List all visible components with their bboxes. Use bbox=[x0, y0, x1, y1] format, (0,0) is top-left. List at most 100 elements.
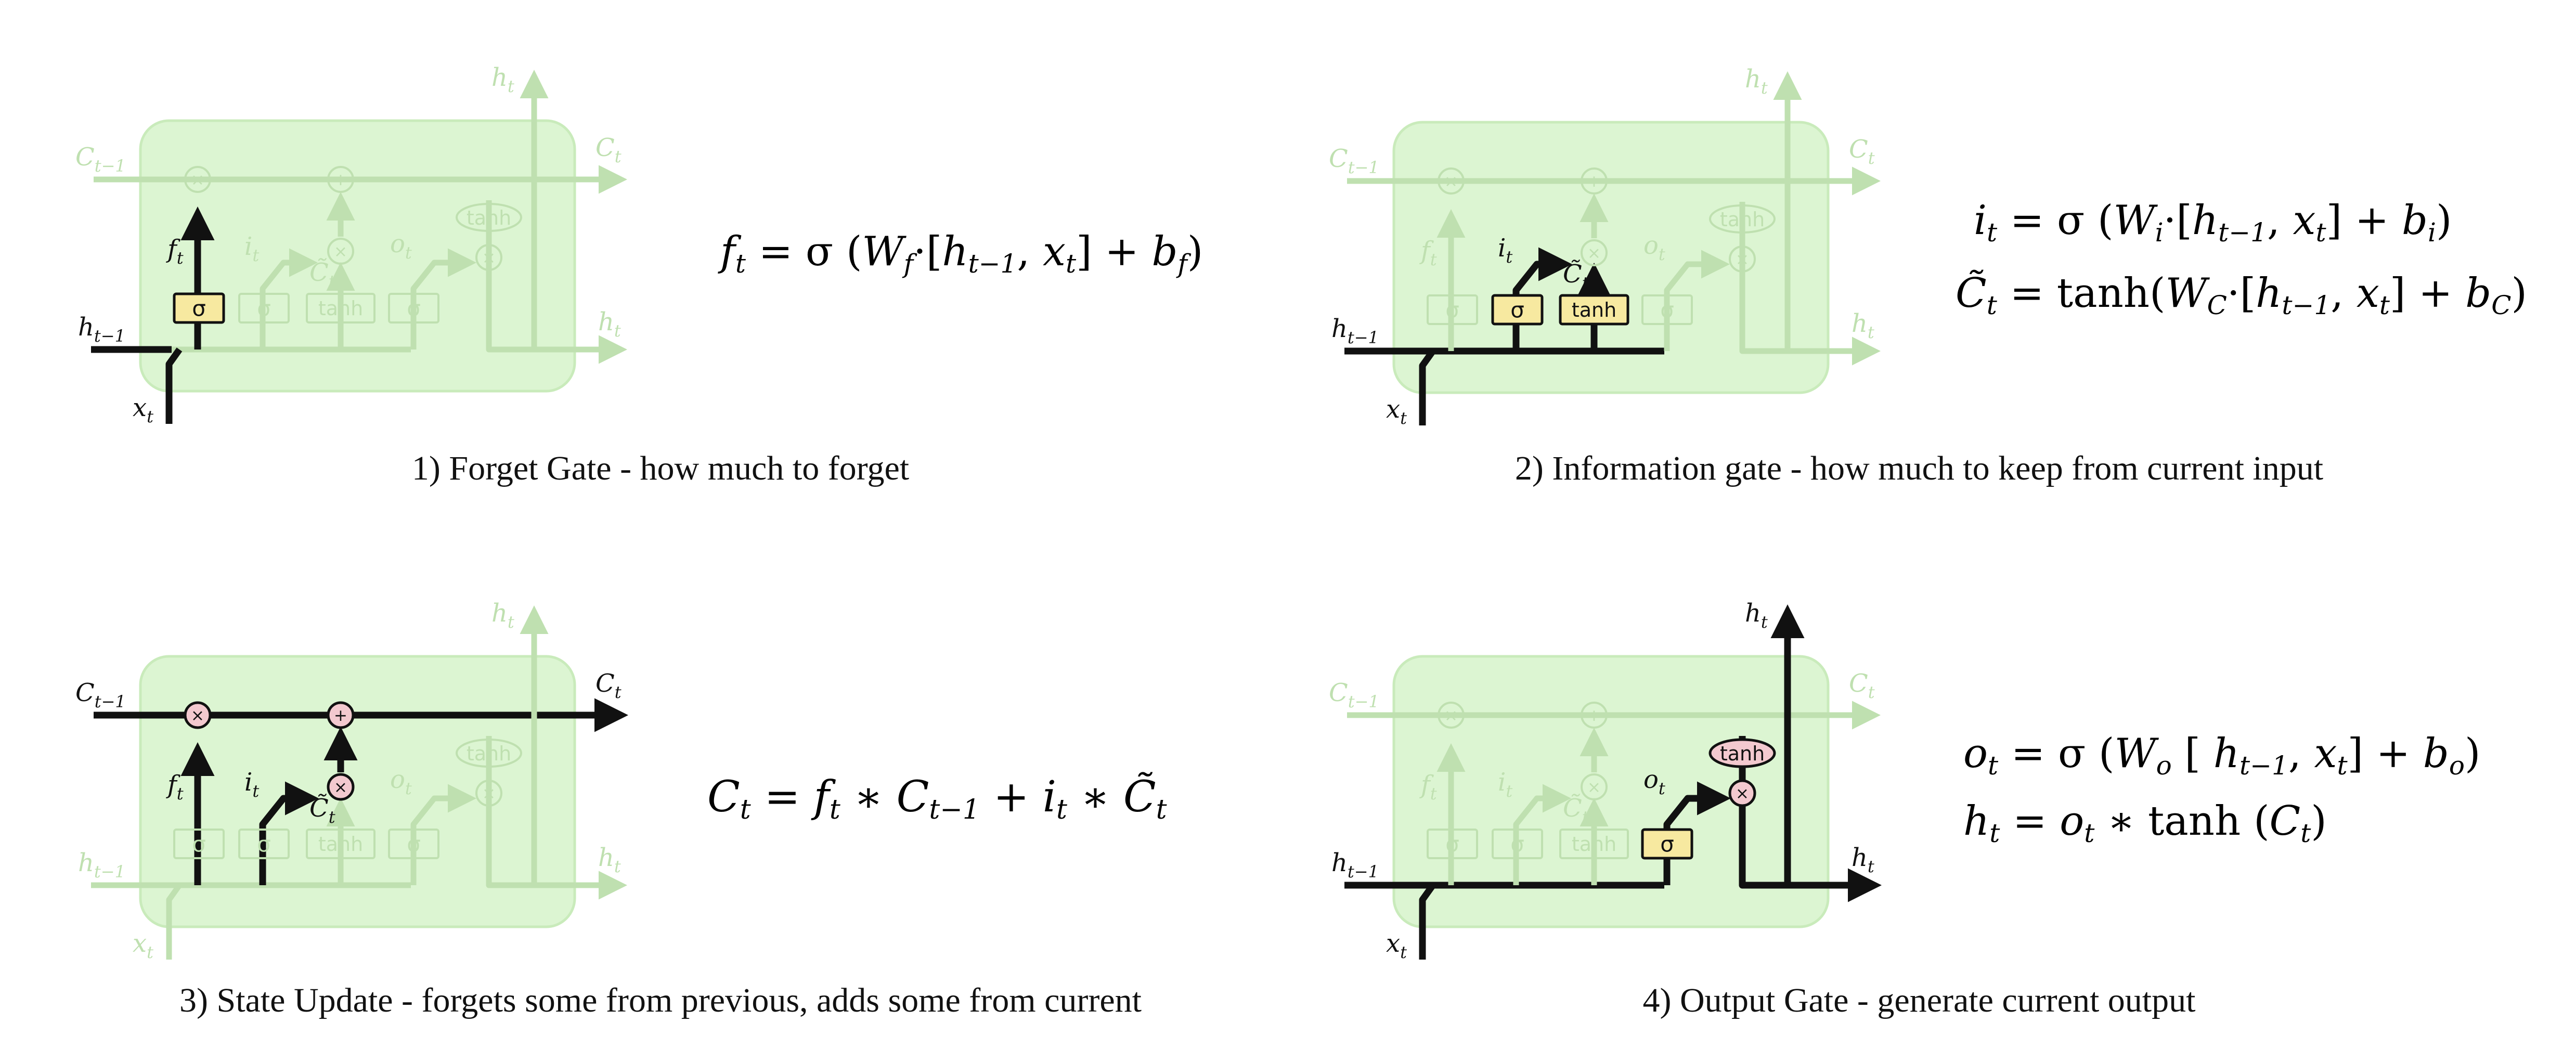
panel-state-update: Ct−1Ctht−1xththtσft×σittanhC̃t×+σot×tanh… bbox=[75, 599, 1167, 1019]
input-sigma-box: σ bbox=[1491, 294, 1544, 326]
forget-sigma-box-label: σ bbox=[1445, 832, 1459, 857]
output-sigma-box: σ bbox=[1641, 294, 1693, 325]
cell-tanh-op-label: tanh bbox=[1720, 208, 1765, 231]
information-gate-equations: it = σ (Wi·[ht−1, xt] + bi) C̃t = tanh(W… bbox=[1956, 197, 2527, 320]
cell-tanh-op: tanh bbox=[456, 739, 522, 768]
state-add-op: + bbox=[327, 701, 355, 729]
output-gate-caption: 4) Output Gate - generate current output bbox=[1643, 981, 2196, 1019]
cell-tanh-op: tanh bbox=[1708, 738, 1776, 768]
input-multiply-op-symbol: × bbox=[1587, 778, 1601, 797]
input-line bbox=[260, 248, 318, 350]
label-h-next: ht bbox=[1852, 843, 1874, 876]
x-input-line bbox=[166, 883, 182, 960]
forget-sigma-box: σ bbox=[173, 292, 225, 324]
input-sigma-box-label: σ bbox=[257, 296, 271, 321]
state-add-op-symbol: + bbox=[1587, 706, 1601, 725]
output-sigma-box-label: σ bbox=[407, 832, 421, 857]
information-gate-caption: 2) Information gate - how much to keep f… bbox=[1515, 449, 2323, 487]
cell-tanh-op-label: tanh bbox=[467, 742, 511, 765]
input-sigma-box-label: σ bbox=[257, 832, 271, 857]
cell-tanh-op-label: tanh bbox=[1720, 742, 1765, 765]
label-h-next: ht bbox=[1852, 309, 1874, 342]
candidate-tanh-box: tanh bbox=[1559, 829, 1629, 859]
input-multiply-op: × bbox=[1581, 239, 1608, 266]
x-input-line bbox=[1419, 349, 1436, 425]
output-sigma-box: σ bbox=[388, 829, 439, 859]
candidate-tanh-box-label: tanh bbox=[318, 833, 363, 856]
input-line bbox=[259, 781, 319, 885]
label-c-prev: Ct−1 bbox=[75, 678, 126, 711]
state-add-op: + bbox=[327, 166, 354, 193]
hidden-output-line bbox=[486, 200, 627, 364]
output-sigma-box: σ bbox=[388, 293, 439, 324]
candidate-tanh-box: tanh bbox=[306, 293, 376, 324]
forget-multiply-op-symbol: × bbox=[1444, 172, 1458, 191]
output-sigma-box-label: σ bbox=[407, 296, 421, 321]
label-f: ft bbox=[166, 235, 184, 268]
state-add-op-symbol: + bbox=[1587, 172, 1601, 191]
panel-forget-gate: Ct−1Ctht−1xththtσft×σittanhC̃t×+σot×tanh… bbox=[75, 63, 1203, 487]
output-line bbox=[1664, 250, 1730, 351]
state-add-op-symbol: + bbox=[334, 706, 347, 725]
panel-information-gate: Ct−1Ctht−1xththtσft×σittanhC̃t×+σot×tanh… bbox=[1329, 64, 2527, 487]
output-multiply-op: × bbox=[475, 244, 502, 271]
label-c-prev: Ct−1 bbox=[1329, 144, 1379, 177]
label-x: xt bbox=[1386, 395, 1407, 428]
label-h-up: ht bbox=[1745, 599, 1768, 632]
candidate-tanh-box: tanh bbox=[1559, 294, 1629, 326]
input-multiply-op: × bbox=[1581, 773, 1608, 800]
svg-text:ht = ot ∗ tanh (Ct): ht = ot ∗ tanh (Ct) bbox=[1963, 798, 2327, 848]
label-h-up: ht bbox=[491, 599, 514, 632]
output-multiply-op-symbol: × bbox=[482, 249, 496, 267]
forget-gate-equation: ft = σ (Wf·[ht−1, xt] + bf) bbox=[718, 228, 1203, 279]
input-sigma-box: σ bbox=[1492, 829, 1543, 859]
state-add-op: + bbox=[1581, 167, 1608, 195]
output-gate-equations: ot = σ (Wo [ ht−1, xt] + bo) ht = ot ∗ t… bbox=[1963, 730, 2480, 848]
label-c-next: Ct bbox=[596, 669, 622, 702]
label-h-prev: ht−1 bbox=[78, 313, 125, 346]
forget-sigma-box-label: σ bbox=[1445, 297, 1459, 323]
output-sigma-box-label: σ bbox=[1660, 297, 1674, 323]
svg-text:ft = σ (Wf·[ht−1, xt] + bf): ft = σ (Wf·[ht−1, xt] + bf) bbox=[718, 228, 1203, 279]
forget-sigma-box-label: σ bbox=[192, 296, 206, 321]
label-h-prev: ht−1 bbox=[78, 848, 125, 882]
label-c-prev: Ct−1 bbox=[1329, 678, 1379, 711]
svg-text:Ct = ft ∗ Ct−1 + it ∗ C̃t: Ct = ft ∗ Ct−1 + it ∗ C̃t bbox=[707, 772, 1167, 825]
hidden-output-line bbox=[486, 736, 627, 900]
input-multiply-op: × bbox=[327, 773, 355, 801]
forget-gate-caption: 1) Forget Gate - how much to forget bbox=[412, 449, 909, 487]
input-multiply-op-symbol: × bbox=[334, 242, 347, 261]
state-add-op: + bbox=[1581, 702, 1608, 729]
label-h-up: ht bbox=[1745, 64, 1768, 98]
input-sigma-box: σ bbox=[238, 293, 290, 324]
forget-multiply-op-symbol: × bbox=[191, 706, 204, 725]
input-line bbox=[1513, 784, 1571, 885]
output-line bbox=[410, 784, 476, 885]
forget-multiply-op: × bbox=[1438, 702, 1465, 729]
label-h-prev: ht−1 bbox=[1331, 848, 1379, 882]
svg-text:it = σ (Wi·[ht−1, xt] + bi): it = σ (Wi·[ht−1, xt] + bi) bbox=[1974, 197, 2452, 248]
forget-multiply-op-symbol: × bbox=[191, 171, 204, 189]
forget-multiply-op-symbol: × bbox=[1444, 706, 1458, 725]
state-add-op-symbol: + bbox=[334, 171, 347, 189]
hidden-output-line bbox=[1739, 202, 1881, 366]
label-c-next: Ct bbox=[1849, 135, 1875, 168]
state-update-caption: 3) State Update - forgets some from prev… bbox=[179, 981, 1142, 1019]
candidate-tanh-box-label: tanh bbox=[1572, 299, 1616, 321]
label-x: xt bbox=[1386, 929, 1407, 962]
label-c-prev: Ct−1 bbox=[75, 143, 126, 176]
cell-tanh-op-label: tanh bbox=[467, 206, 511, 229]
forget-sigma-box: σ bbox=[173, 829, 225, 859]
output-multiply-op-symbol: × bbox=[1736, 250, 1749, 269]
label-x: xt bbox=[133, 929, 153, 962]
label-h-next: ht bbox=[598, 843, 621, 876]
input-sigma-box: σ bbox=[238, 829, 290, 859]
x-input-line bbox=[1419, 883, 1436, 960]
forget-sigma-box: σ bbox=[1427, 829, 1478, 859]
label-h-prev: ht−1 bbox=[1331, 314, 1379, 347]
output-sigma-box-label: σ bbox=[1660, 832, 1674, 857]
input-multiply-op: × bbox=[327, 238, 354, 265]
